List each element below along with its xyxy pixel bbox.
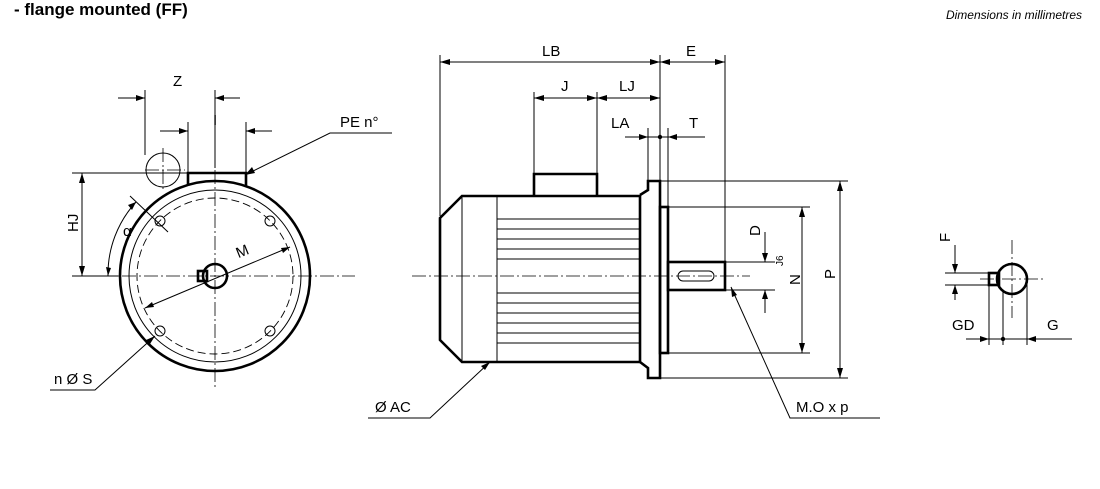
cooling-fins [496,196,640,362]
label-gd: GD [952,317,975,334]
front-view: Z I PE n° HJ α M n Ø S [50,73,392,391]
side-view: LB E J LJ LA T D [368,43,880,419]
label-oac: Ø AC [375,399,411,416]
label-la: LA [611,115,629,132]
label-alpha: α [123,223,132,240]
label-pe: PE n° [340,114,379,131]
terminal-box [186,171,248,186]
page-title: - flange mounted (FF) [14,0,188,19]
bolt-hole [154,325,166,337]
label-f: F [937,233,954,242]
label-g: G [1047,317,1059,334]
label-i: I [213,112,217,129]
label-hj: HJ [65,214,82,232]
label-mox: M.O x p [796,399,849,416]
label-lj: LJ [619,78,635,95]
label-lb: LB [542,43,560,60]
label-n: N [787,274,804,285]
label-nos: n Ø S [54,371,92,388]
bolt-hole [264,215,276,227]
label-n-tolerance: J6 [775,255,786,266]
label-t: T [689,115,698,132]
label-p: P [822,269,839,279]
label-z: Z [173,73,182,90]
side-terminal-box [532,172,599,196]
motor-body [438,194,642,364]
label-j: J [561,78,569,95]
units-note: Dimensions in millimetres [945,8,1082,22]
label-m: M [234,242,252,262]
bolt-hole [264,325,276,337]
label-e: E [686,43,696,60]
label-d: D [747,225,764,236]
shaft-section: F GD G [937,233,1072,345]
bolt-hole [154,215,166,227]
flange [639,179,662,380]
